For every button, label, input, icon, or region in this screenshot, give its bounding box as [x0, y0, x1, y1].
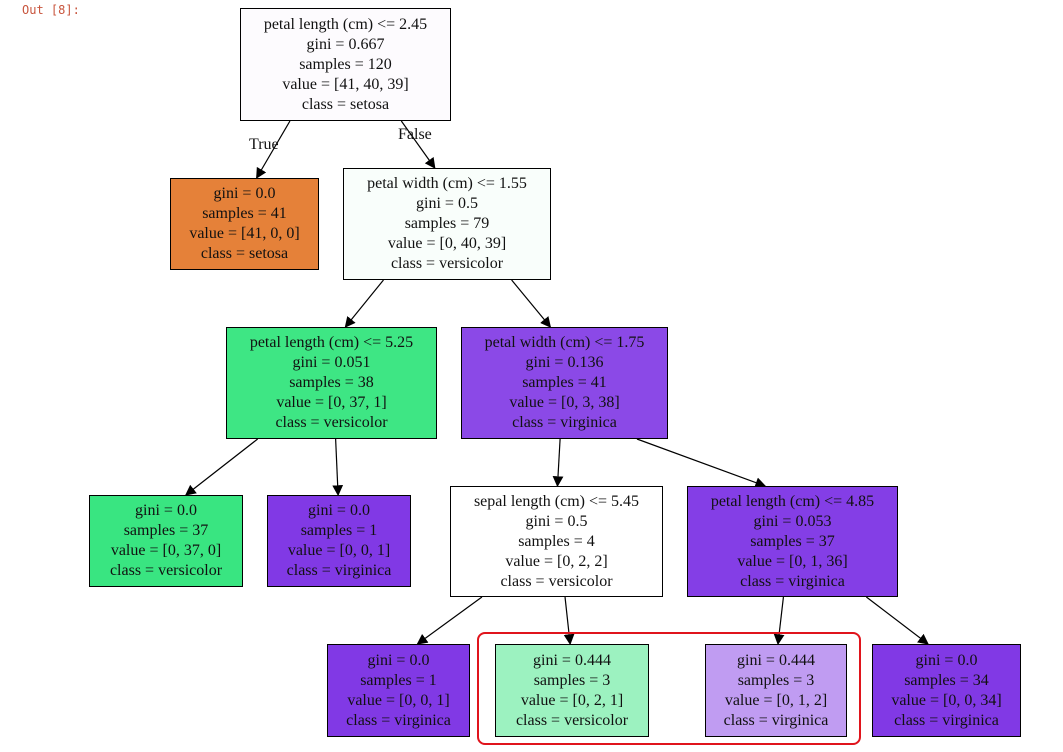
node-line: value = [0, 1, 36]: [737, 552, 848, 570]
node-line: class = virginica: [286, 562, 392, 579]
tree-edge-n4-n7: [552, 438, 564, 488]
node-line: petal length (cm) <= 4.85: [710, 492, 875, 510]
output-prompt: Out [8]:: [22, 3, 80, 17]
tree-edge-n0-n1: [256, 120, 291, 179]
node-line: value = [0, 3, 38]: [509, 394, 620, 411]
tree-node-leaf-virginica-mixed: gini = 0.444 samples = 3 value = [0, 1, 2]…: [705, 644, 847, 737]
node-line: gini = 0.0: [308, 502, 370, 519]
node-line: value = [0, 0, 1]: [287, 542, 391, 559]
tree-edge-n8-n12: [865, 596, 929, 645]
edge-label-false: False: [398, 126, 432, 143]
node-line: value = [0, 1, 2]: [724, 691, 828, 709]
node-line: samples = 3: [737, 671, 815, 689]
node-line: gini = 0.0: [367, 651, 430, 669]
node-line: gini = 0.5: [416, 195, 478, 212]
node-line: samples = 3: [533, 671, 611, 689]
node-line: class = virginica: [346, 711, 451, 729]
node-line: class = setosa: [200, 245, 289, 262]
tree-node-root: petal length (cm) <= 2.45 gini = 0.667 sam…: [240, 8, 451, 121]
tree-node-leaf-setosa: gini = 0.0 samples = 41 value = [41, 0, 0]…: [170, 178, 319, 270]
node-line: class = virginica: [894, 711, 999, 729]
node-line: gini = 0.5: [525, 512, 588, 530]
tree-node-petal-width-split: petal width (cm) <= 1.55 gini = 0.5 sample…: [343, 168, 551, 280]
edge-label-true: True: [249, 136, 279, 153]
node-line: value = [0, 37, 1]: [276, 394, 387, 411]
tree-node-leaf-virginica: gini = 0.0 samples = 1 value = [0, 0, 1] cl…: [267, 495, 411, 587]
node-line: gini = 0.444: [737, 651, 815, 669]
node-line: class = virginica: [512, 414, 617, 431]
node-line: gini = 0.136: [525, 354, 604, 371]
tree-node-petal-width-split-2: petal width (cm) <= 1.75 gini = 0.136 samp…: [461, 327, 668, 439]
tree-edge-n3-n5: [185, 438, 259, 496]
tree-node-leaf-virginica-3: gini = 0.0 samples = 34 value = [0, 0, 34]…: [872, 644, 1021, 737]
tree-edge-n8-n11: [773, 596, 785, 646]
tree-edge-n2-n3: [344, 279, 384, 328]
node-line: sepal length (cm) <= 5.45: [473, 492, 640, 510]
node-line: samples = 41: [202, 205, 287, 222]
node-line: samples = 37: [123, 522, 209, 539]
node-line: class = virginica: [740, 572, 845, 590]
node-line: samples = 120: [299, 55, 392, 73]
node-line: gini = 0.0: [915, 651, 978, 669]
node-line: petal length (cm) <= 5.25: [249, 334, 414, 351]
node-line: value = [0, 2, 2]: [505, 552, 608, 570]
node-line: gini = 0.0: [135, 502, 197, 519]
node-line: class = versicolor: [275, 414, 388, 431]
tree-edge-n2-n4: [511, 279, 552, 328]
node-line: gini = 0.053: [753, 512, 832, 530]
tree-node-leaf-versicolor: gini = 0.0 samples = 37 value = [0, 37, 0]…: [89, 495, 243, 587]
tree-edge-n3-n6: [332, 438, 344, 497]
node-line: samples = 41: [522, 374, 607, 391]
node-line: value = [0, 37, 0]: [110, 542, 222, 559]
node-line: petal length (cm) <= 2.45: [263, 15, 428, 33]
node-line: gini = 0.0: [213, 185, 276, 202]
node-line: samples = 34: [904, 671, 989, 689]
node-line: value = [0, 40, 39]: [387, 235, 507, 252]
node-line: class = setosa: [301, 95, 390, 113]
tree-node-leaf-virginica-2: gini = 0.0 samples = 1 value = [0, 0, 1] cl…: [327, 644, 470, 737]
tree-edge-n0-n2: [400, 120, 436, 169]
node-line: petal width (cm) <= 1.75: [484, 334, 645, 351]
tree-edge-n7-n9: [416, 596, 483, 645]
node-line: value = [41, 0, 0]: [189, 225, 300, 242]
node-line: samples = 1: [360, 671, 437, 689]
node-line: value = [41, 40, 39]: [282, 75, 409, 93]
node-line: class = virginica: [723, 711, 829, 729]
node-line: samples = 1: [300, 522, 378, 539]
tree-node-petal-length-split: petal length (cm) <= 5.25 gini = 0.051 sam…: [226, 327, 437, 439]
node-line: samples = 37: [750, 532, 835, 550]
tree-node-petal-length-split-2: petal length (cm) <= 4.85 gini = 0.053 sam…: [687, 486, 898, 597]
node-line: samples = 79: [404, 215, 490, 232]
tree-node-leaf-versicolor-mixed: gini = 0.444 samples = 3 value = [0, 2, 1]…: [495, 644, 649, 737]
tree-edge-n4-n8: [636, 438, 767, 488]
node-line: value = [0, 0, 34]: [891, 691, 1002, 709]
node-line: samples = 4: [518, 532, 595, 550]
node-line: class = versicolor: [109, 562, 223, 579]
tree-node-sepal-length-split: sepal length (cm) <= 5.45 gini = 0.5 sampl…: [450, 486, 663, 597]
node-line: value = [0, 2, 1]: [520, 691, 624, 709]
node-line: value = [0, 0, 1]: [347, 691, 450, 709]
node-line: class = versicolor: [515, 711, 629, 729]
node-line: gini = 0.667: [306, 35, 385, 53]
highlight-annotation: [477, 632, 861, 745]
node-line: class = versicolor: [390, 255, 504, 272]
node-line: class = versicolor: [500, 572, 613, 590]
node-line: samples = 38: [289, 374, 374, 391]
tree-edge-n7-n10: [563, 596, 575, 646]
node-line: gini = 0.051: [292, 354, 371, 371]
node-line: gini = 0.444: [533, 651, 611, 669]
node-line: petal width (cm) <= 1.55: [367, 175, 527, 192]
